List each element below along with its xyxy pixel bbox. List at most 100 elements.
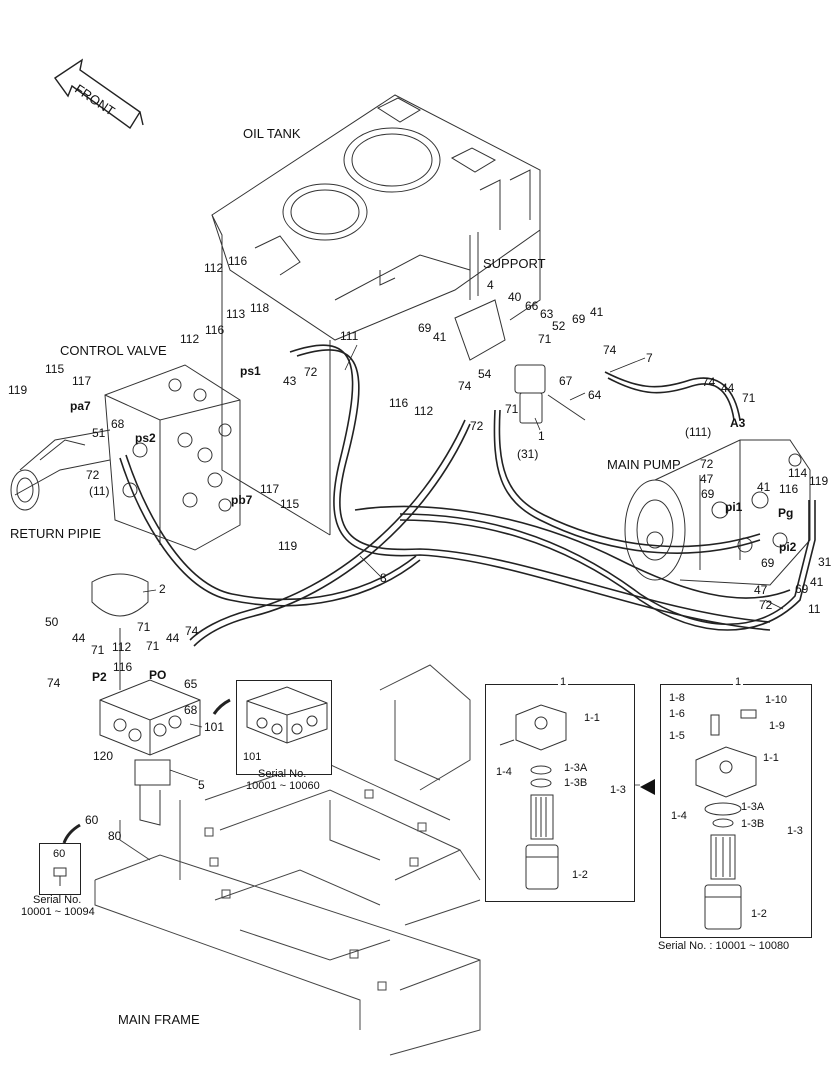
part-7: 7 (646, 351, 653, 365)
inset-valve-serial-range: 10001 ~ 10060 (246, 780, 320, 792)
filter-a-1-2: 1-2 (572, 869, 588, 881)
part-74: 74 (47, 676, 61, 690)
part-11-paren: (11) (89, 484, 110, 498)
filter-assembly-b-box: 1 1-8 1-10 1-6 1-9 1-5 1-1 1-4 1-3A 1-3B… (660, 677, 812, 938)
part-111: 111 (340, 329, 359, 343)
filter-b-1-2: 1-2 (751, 908, 767, 920)
filter-b-1-9: 1-9 (769, 720, 785, 732)
filter-b-top-label: 1 (733, 676, 744, 688)
port-pg: Pg (778, 506, 794, 520)
part-101: 101 (204, 720, 225, 734)
leader-lines (142, 344, 784, 786)
part-44: 44 (72, 631, 86, 645)
part-68: 68 (111, 417, 125, 431)
part-112: 112 (180, 332, 200, 346)
part-66: 66 (525, 299, 539, 313)
part-74: 74 (702, 375, 716, 389)
accumulator (91, 573, 149, 690)
part-40: 40 (508, 290, 522, 304)
port-pb7: pb7 (231, 493, 253, 507)
part-112: 112 (204, 261, 224, 275)
part-68: 68 (184, 703, 198, 717)
part-74: 74 (603, 343, 617, 357)
part-44: 44 (166, 631, 180, 645)
inset-bolt-drawing (53, 867, 67, 886)
part-67: 67 (559, 374, 573, 388)
part-71: 71 (742, 391, 756, 405)
filter-b-1-5: 1-5 (669, 730, 685, 742)
part-117: 117 (72, 374, 92, 388)
port-pa7: pa7 (70, 399, 91, 413)
part-11: 11 (808, 602, 821, 616)
oil-tank-label: OIL TANK (243, 126, 301, 141)
part-74: 74 (458, 379, 472, 393)
part-31: 31 (818, 555, 832, 569)
filter-b-1-3b: 1-3B (741, 818, 765, 830)
port-p2: P2 (92, 670, 107, 684)
part-47: 47 (700, 472, 714, 486)
part-71: 71 (91, 643, 105, 657)
part-115: 115 (280, 497, 300, 511)
part-119: 119 (8, 383, 28, 397)
part-60: 60 (85, 813, 99, 827)
inset-bolt-part-label: 60 (53, 848, 66, 860)
port-pi2: pi2 (779, 540, 797, 554)
part-71: 71 (137, 620, 151, 634)
part-65: 65 (184, 677, 198, 691)
filter-b-1-3a: 1-3A (741, 801, 765, 813)
support-label: SUPPORT (483, 256, 546, 271)
filter-a-1-1: 1-1 (584, 712, 600, 724)
part-71: 71 (538, 332, 552, 346)
part-64: 64 (588, 388, 602, 402)
part-72: 72 (304, 365, 318, 379)
part-117: 117 (260, 482, 280, 496)
part-116: 116 (205, 323, 225, 337)
inset-valve-drawing (246, 686, 328, 744)
port-pi1: pi1 (725, 500, 743, 514)
filter-b-1-10: 1-10 (765, 694, 788, 706)
part-111-paren: (111) (685, 425, 712, 439)
compare-arrow (640, 779, 655, 795)
part-69: 69 (795, 582, 809, 596)
inset-arrow-101 (212, 698, 231, 715)
part-119: 119 (278, 539, 298, 553)
part-44: 44 (721, 381, 735, 395)
part-63: 63 (540, 307, 554, 321)
part-50: 50 (45, 615, 59, 629)
part-41: 41 (810, 575, 824, 589)
part-112: 112 (414, 404, 434, 418)
part-74: 74 (185, 624, 199, 638)
part-69: 69 (701, 487, 715, 501)
part-114: 114 (788, 466, 808, 480)
port-ps2: ps2 (135, 431, 156, 445)
part-51: 51 (92, 426, 106, 440)
part-41: 41 (433, 330, 447, 344)
part-52: 52 (552, 319, 566, 333)
filter-a-drawing (499, 704, 567, 890)
inset-valve-serial-label: Serial No. (258, 768, 307, 780)
port-ps1: ps1 (240, 364, 261, 378)
part-5: 5 (198, 778, 205, 792)
filter-assembly-a-box: 1 1-1 1-4 1-3A 1-3B 1-3 1-2 (485, 677, 635, 902)
part-113: 113 (226, 307, 246, 321)
part-4: 4 (487, 278, 494, 292)
main-frame-label: MAIN FRAME (118, 1012, 200, 1027)
filter-b-drawing (695, 709, 757, 930)
part-119: 119 (809, 474, 829, 488)
inset-valve-part-label: 101 (243, 751, 262, 763)
part-116: 116 (389, 396, 409, 410)
filter-a-1-4: 1-4 (496, 766, 512, 778)
support-filter (454, 299, 586, 424)
part-41: 41 (757, 480, 771, 494)
part-41: 41 (590, 305, 604, 319)
part-120: 120 (93, 749, 114, 763)
part-71: 71 (505, 402, 519, 416)
control-valve (10, 364, 241, 551)
part-8: 8 (380, 571, 387, 585)
part-2: 2 (159, 582, 166, 596)
filter-b-1-6: 1-6 (669, 708, 685, 720)
part-118: 118 (250, 301, 270, 315)
front-arrow (54, 58, 144, 130)
